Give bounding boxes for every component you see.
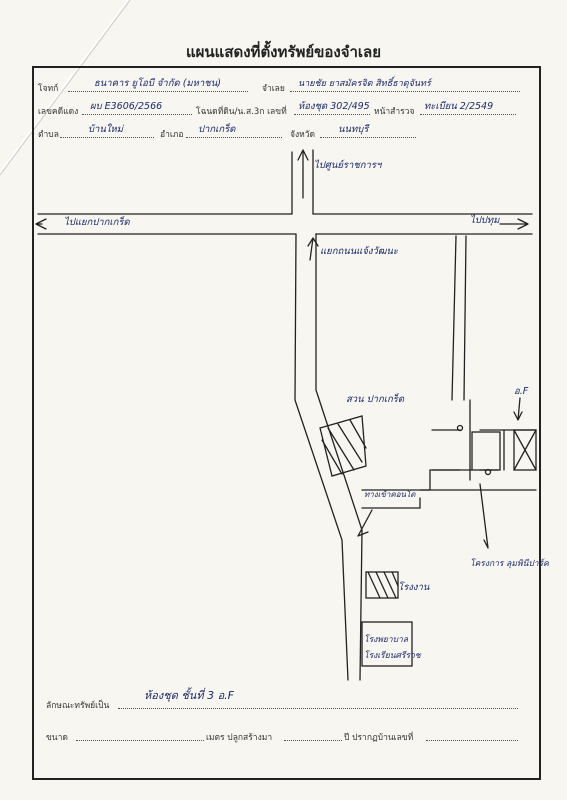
roundabout-b xyxy=(484,468,492,476)
district-line xyxy=(186,137,282,138)
junction-arrow xyxy=(307,237,319,261)
grid-road-d xyxy=(419,469,537,491)
case-no-value: ผบ E3606/2566 xyxy=(90,101,163,112)
north-road xyxy=(291,149,314,215)
south-road-west-edge xyxy=(294,233,349,681)
project-label: โครงการ ลุมพินีปาร์ค xyxy=(470,559,549,569)
building-f-label: อ.F xyxy=(514,386,529,397)
east-road-label: ไปปทุม xyxy=(470,215,500,226)
east-arrow xyxy=(499,218,529,230)
subdistrict-label: ตำบล xyxy=(38,130,59,140)
building-block xyxy=(471,431,501,471)
province-value: นนทบุรี xyxy=(338,124,369,135)
built-line xyxy=(284,740,342,741)
plaintiff-label: โจทก์ xyxy=(38,84,59,94)
south-road-east-edge xyxy=(315,233,363,681)
province-line xyxy=(320,137,416,138)
subdistrict-line xyxy=(60,137,154,138)
plaintiff-line xyxy=(68,91,248,92)
east-side-road xyxy=(451,235,467,401)
grid-road-c xyxy=(469,399,505,481)
survey-label: หน้าสำรวจ xyxy=(374,107,415,117)
size-line xyxy=(76,740,204,741)
property-line xyxy=(118,708,518,709)
property-value: ห้องชุด ชั้นที่ 3 อ.F xyxy=(144,689,234,702)
entrance-label: ทางเข้าคอนโด xyxy=(364,490,416,499)
school-block xyxy=(361,621,413,667)
building-f-cross xyxy=(513,429,537,471)
page-title: แผนแสดงที่ตั้งทรัพย์ของจำเลย xyxy=(185,43,382,61)
form-frame xyxy=(32,66,541,780)
entrance-arrow xyxy=(357,509,373,537)
district-label: อำเภอ xyxy=(160,130,184,140)
north-arrow xyxy=(297,149,309,199)
defendant-value: นายชัย ยาสมัครจิต สิทธิ์ธาตุจันทร์ xyxy=(298,79,431,89)
case-no-label: เลขคดีแดง xyxy=(38,107,79,117)
survey-line xyxy=(420,114,516,115)
year-label: ปี ปรากฏบ้านเลขที่ xyxy=(344,733,414,743)
province-label: จังหวัด xyxy=(290,130,316,140)
district-value: ปากเกร็ด xyxy=(198,124,236,135)
school-label: โรงเรียนศรีราช xyxy=(364,651,421,661)
meter-label: เมตร ปลูกสร้างมา xyxy=(206,733,273,743)
roundabout-a xyxy=(456,424,464,432)
defendant-label: จำเลย xyxy=(262,84,285,94)
north-road-label: ไปศูนย์ราชการฯ xyxy=(314,160,382,171)
building-f-arrow xyxy=(513,397,523,421)
factory-label: โรงงาน xyxy=(398,582,430,593)
factory-arrow xyxy=(479,483,489,549)
west-arrow xyxy=(35,218,47,230)
west-road-label: ไปแยกปากเกร็ด xyxy=(64,217,130,228)
size-label: ขนาด xyxy=(46,733,68,743)
survey-value: ทะเบียน 2/2549 xyxy=(424,101,494,112)
hospital-label: โรงพยาบาล xyxy=(364,635,409,645)
house-no-line xyxy=(426,740,518,741)
deed-value: ห้องชุด 302/495 xyxy=(298,101,370,112)
property-label: ลักษณะทรัพย์เป็น xyxy=(46,701,110,711)
deed-label: โฉนดที่ดิน/น.ส.3ก เลขที่ xyxy=(196,107,287,117)
junction-label: แยกถนนแจ้งวัฒนะ xyxy=(320,246,399,257)
defendant-line xyxy=(290,91,520,92)
plaintiff-value: ธนาคาร ยูโอบี จำกัด (มหาชน) xyxy=(94,78,221,89)
park-hatch xyxy=(319,415,367,477)
building-f-block xyxy=(513,429,537,471)
park-label: สวน ปากเกร็ด xyxy=(346,394,405,405)
subdistrict-value: บ้านใหม่ xyxy=(88,124,124,135)
hospital-hatch xyxy=(365,571,399,599)
case-no-line xyxy=(82,114,192,115)
deed-line xyxy=(294,114,370,115)
